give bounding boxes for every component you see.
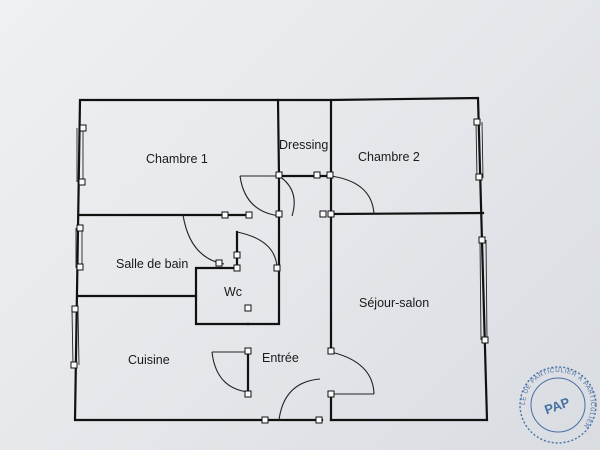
plan-nodes bbox=[70, 118, 489, 424]
window-right-lower bbox=[479, 239, 488, 341]
room-label-dressing: Dressing bbox=[279, 138, 328, 152]
dressing-left-wall bbox=[276, 98, 281, 178]
door-swing-kitchen bbox=[211, 351, 249, 393]
door-swing-chambre2 bbox=[330, 175, 375, 215]
room-label-sejour: Séjour-salon bbox=[359, 296, 429, 310]
chambre2-bottom-wall bbox=[329, 211, 485, 216]
room-label-salle-de-bain: Salle de bain bbox=[116, 257, 188, 271]
window-left-lower bbox=[71, 309, 80, 366]
door-swing-entry bbox=[278, 378, 321, 421]
corridor-left-wall bbox=[246, 174, 281, 326]
window-left-upper bbox=[76, 128, 84, 182]
door-swing-bathroom bbox=[182, 214, 225, 265]
room-label-cuisine: Cuisine bbox=[128, 353, 170, 367]
door-swing-sejour bbox=[330, 351, 375, 395]
door-swing-dressing bbox=[278, 175, 295, 217]
pap-watermark: LE DE PARTICULIER À PARTICULIER PAP bbox=[519, 366, 597, 444]
room-label-wc: Wc bbox=[224, 285, 242, 299]
room-label-chambre2: Chambre 2 bbox=[358, 150, 420, 164]
outer-wall bbox=[73, 96, 489, 422]
room-label-chambre1: Chambre 1 bbox=[146, 152, 208, 166]
stamp-logo-text: PAP bbox=[542, 394, 572, 417]
window-right-upper bbox=[475, 121, 484, 179]
window-left-middle bbox=[75, 228, 83, 268]
wc-walls bbox=[194, 266, 250, 326]
door-swing-chambre1 bbox=[239, 175, 281, 217]
door-swing-wc bbox=[236, 231, 278, 269]
room-label-entree: Entrée bbox=[262, 351, 299, 365]
